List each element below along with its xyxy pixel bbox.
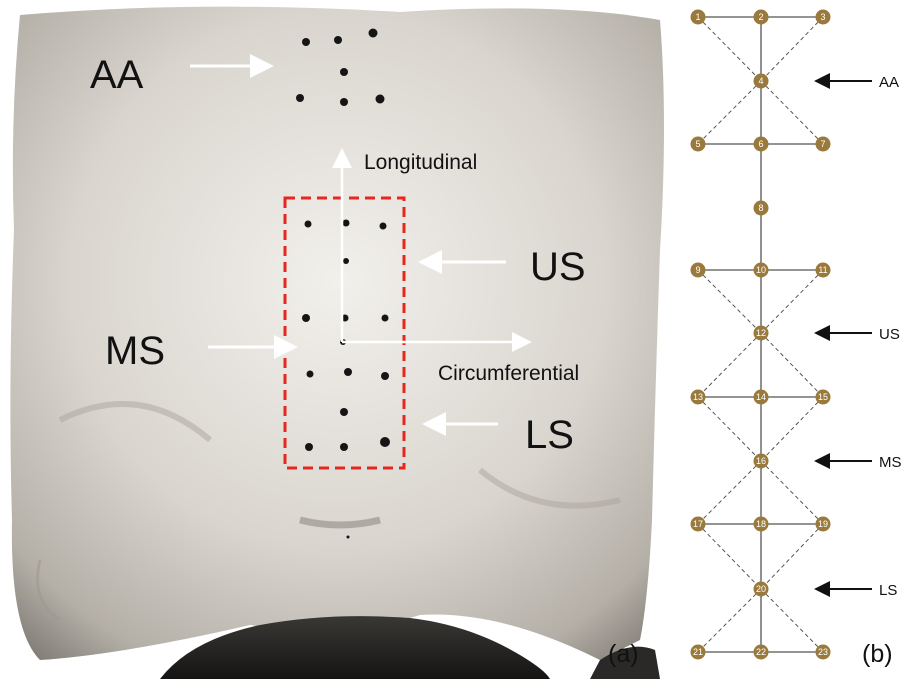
mesh-node-22: 22 xyxy=(754,645,769,660)
mesh-node-number: 16 xyxy=(756,456,766,466)
mesh-dashed-edge xyxy=(698,524,761,589)
mesh-node-20: 20 xyxy=(754,582,769,597)
mesh-node-14: 14 xyxy=(754,390,769,405)
longitudinal-label: Longitudinal xyxy=(364,151,477,174)
mesh-node-number: 10 xyxy=(756,265,766,275)
mesh-dashed-edge xyxy=(761,589,823,652)
b-aa-label: AA xyxy=(879,74,899,91)
mesh-node-number: 4 xyxy=(758,76,763,86)
mesh-node-11: 11 xyxy=(816,263,831,278)
mesh-node-number: 9 xyxy=(695,265,700,275)
us-label: US xyxy=(530,245,586,289)
mesh-dashed-edge xyxy=(698,333,761,397)
mesh-node-number: 2 xyxy=(758,12,763,22)
mesh-node-5: 5 xyxy=(691,137,706,152)
mesh-node-number: 18 xyxy=(756,519,766,529)
mesh-node-13: 13 xyxy=(691,390,706,405)
mesh-dashed-edge xyxy=(761,333,823,397)
mesh-node-number: 6 xyxy=(758,139,763,149)
mesh-node-number: 3 xyxy=(820,12,825,22)
mesh-dashed-edge xyxy=(698,397,761,461)
mesh-node-12: 12 xyxy=(754,326,769,341)
mesh-node-number: 15 xyxy=(818,392,828,402)
mesh-node-number: 13 xyxy=(693,392,703,402)
mesh-dashed-edge xyxy=(761,524,823,589)
mesh-node-number: 21 xyxy=(693,647,703,657)
mesh-node-number: 19 xyxy=(818,519,828,529)
mesh-node-number: 14 xyxy=(756,392,766,402)
mesh-node-10: 10 xyxy=(754,263,769,278)
b-us-label: US xyxy=(879,326,900,343)
mesh-node-21: 21 xyxy=(691,645,706,660)
mesh-dashed-edge xyxy=(698,81,761,144)
circumferential-label: Circumferential xyxy=(438,362,579,385)
mesh-node-number: 22 xyxy=(756,647,766,657)
mesh-node-4: 4 xyxy=(754,74,769,89)
mesh-node-23: 23 xyxy=(816,645,831,660)
mesh-dashed-edge xyxy=(761,17,823,81)
mesh-node-1: 1 xyxy=(691,10,706,25)
mesh-node-number: 20 xyxy=(756,584,766,594)
mesh-dashed-edge xyxy=(761,461,823,524)
mesh-node-8: 8 xyxy=(754,201,769,216)
ms-label: MS xyxy=(105,329,165,373)
mesh-node-16: 16 xyxy=(754,454,769,469)
mesh-dashed-edge xyxy=(698,589,761,652)
panel-b-label: (b) xyxy=(862,640,893,668)
mesh-node-17: 17 xyxy=(691,517,706,532)
mesh-node-6: 6 xyxy=(754,137,769,152)
mesh-node-19: 19 xyxy=(816,517,831,532)
mesh-node-number: 7 xyxy=(820,139,825,149)
panel-a-label: (a) xyxy=(608,640,639,668)
aa-label: AA xyxy=(90,53,144,97)
mesh-node-number: 23 xyxy=(818,647,828,657)
mesh-node-number: 17 xyxy=(693,519,703,529)
mesh-node-number: 11 xyxy=(818,265,827,275)
mesh-dashed-edge xyxy=(698,270,761,333)
mesh-dashed-edge xyxy=(761,397,823,461)
mesh-node-3: 3 xyxy=(816,10,831,25)
b-ms-label: MS xyxy=(879,454,902,471)
mesh-node-number: 1 xyxy=(695,12,700,22)
mesh-dashed-edge xyxy=(761,81,823,144)
mesh-node-7: 7 xyxy=(816,137,831,152)
mesh-node-number: 8 xyxy=(758,203,763,213)
mesh-node-number: 12 xyxy=(756,328,766,338)
mesh-dashed-edge xyxy=(761,270,823,333)
mesh-dashed-edge xyxy=(698,17,761,81)
ls-label: LS xyxy=(525,413,574,457)
mesh-node-9: 9 xyxy=(691,263,706,278)
mesh-dashed-edge xyxy=(698,461,761,524)
panel-a: Longitudinal Circumferential AA US MS LS… xyxy=(10,7,664,679)
mesh-node-2: 2 xyxy=(754,10,769,25)
mesh-node-15: 15 xyxy=(816,390,831,405)
mesh-node-18: 18 xyxy=(754,517,769,532)
b-ls-label: LS xyxy=(879,582,897,599)
mesh-node-number: 5 xyxy=(695,139,700,149)
